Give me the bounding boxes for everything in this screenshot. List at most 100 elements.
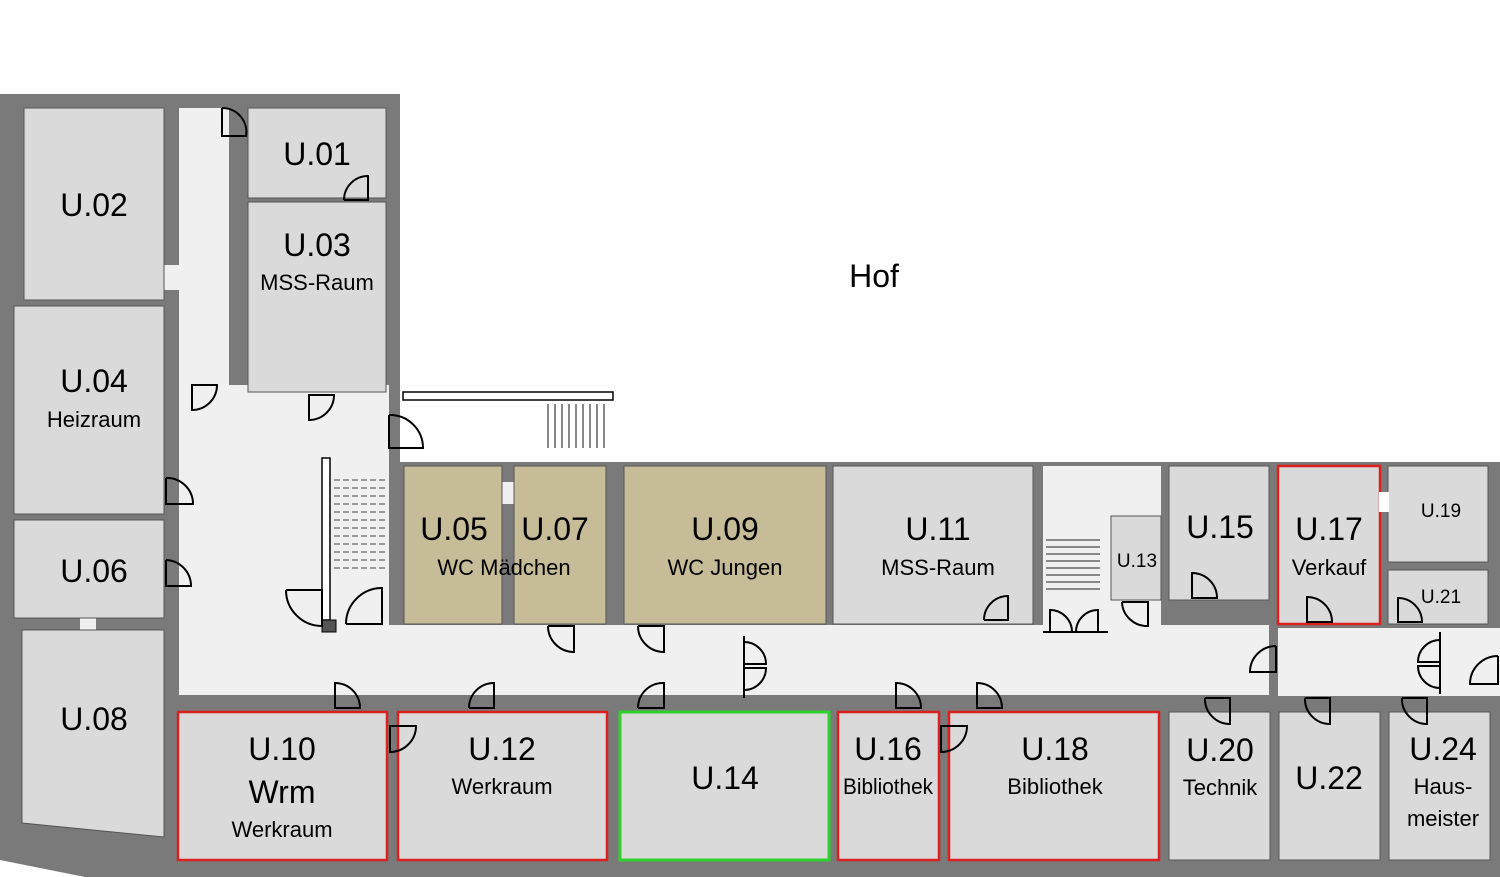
gap-u02-u04 <box>164 265 180 290</box>
room-u08[interactable] <box>21 629 165 838</box>
door-icon <box>1121 601 1149 628</box>
room-number: U.15 <box>1186 509 1254 545</box>
room-u17[interactable] <box>1276 464 1382 626</box>
room-number: U.14 <box>691 760 759 796</box>
room-number: U.20 <box>1186 732 1254 768</box>
room-number: U.08 <box>60 701 128 737</box>
room-number: U.16 <box>854 731 922 767</box>
door-icon <box>1191 571 1219 599</box>
door-icon <box>308 394 336 422</box>
double-door-east <box>1416 632 1441 694</box>
doors <box>165 106 1499 754</box>
door-icon <box>637 681 665 709</box>
steps-hof <box>547 404 605 448</box>
room-number: U.03 <box>283 227 351 263</box>
door-icon <box>165 559 193 587</box>
room-name: Haus- <box>1414 774 1473 799</box>
door-icon <box>976 681 1004 709</box>
room-number: U.11 <box>905 511 970 547</box>
room-u14[interactable] <box>618 710 831 862</box>
door-icon <box>1306 595 1334 623</box>
door-icon <box>1203 697 1231 726</box>
door-icon <box>1397 596 1424 623</box>
door-icon <box>468 681 495 709</box>
door-icon <box>983 594 1009 621</box>
door-icon <box>895 681 923 709</box>
room-u15[interactable] <box>1168 465 1270 601</box>
room-number: U.19 <box>1421 501 1461 522</box>
room-name: Bibliothek <box>843 774 934 799</box>
room-number: U.12 <box>468 731 536 767</box>
door-icon <box>389 725 418 754</box>
room-u16[interactable] <box>836 710 941 862</box>
room-number: U.17 <box>1295 511 1363 547</box>
door-icon <box>221 106 248 137</box>
room-number: U.13 <box>1117 551 1157 572</box>
room-number: U.24 <box>1409 731 1477 767</box>
labels: Hof U.01 U.02 U.03 MSS-Raum U.04 Heizrau… <box>47 136 1479 842</box>
room-u20[interactable] <box>1168 711 1271 861</box>
stairs <box>321 391 1389 633</box>
door-icon <box>334 681 362 709</box>
room-u18[interactable] <box>947 710 1161 862</box>
room-u10[interactable] <box>176 710 389 862</box>
gap-u05-u07 <box>500 482 516 504</box>
door-icon <box>345 586 383 625</box>
room-name: Werkraum <box>231 817 332 842</box>
door-icon <box>1468 655 1499 685</box>
room-name: MSS-Raum <box>260 270 374 295</box>
railing-west-stair <box>321 457 331 621</box>
corridor-main <box>179 625 1269 695</box>
room-u21[interactable] <box>1387 569 1489 625</box>
railing-hof <box>402 391 614 401</box>
room-number: U.18 <box>1021 731 1089 767</box>
room-u02[interactable] <box>23 107 165 301</box>
room-name: Technik <box>1183 775 1259 800</box>
room-name: Bibliothek <box>1007 774 1103 799</box>
room-name: Verkauf <box>1292 555 1367 580</box>
door-icon <box>1049 608 1073 633</box>
door-icon <box>1400 697 1428 726</box>
room-name: MSS-Raum <box>881 555 995 580</box>
double-door-corridor <box>743 636 768 698</box>
room-u05[interactable] <box>403 465 503 625</box>
corridor-east <box>1278 628 1500 696</box>
room-u12[interactable] <box>396 710 609 862</box>
window-u17 <box>1379 492 1389 512</box>
room-name: Heizraum <box>47 407 141 432</box>
room-number: U.01 <box>283 136 351 172</box>
door-icon <box>637 625 665 654</box>
corridor-west-upper <box>179 108 229 398</box>
gap-u06-u08 <box>80 618 96 632</box>
room-number: U.07 <box>521 511 589 547</box>
steps-east <box>1046 539 1100 590</box>
room-number: U.22 <box>1295 760 1363 796</box>
room-number: U.05 <box>420 511 488 547</box>
room-u13[interactable] <box>1110 515 1162 601</box>
room-u22[interactable] <box>1278 711 1381 861</box>
room-u19[interactable] <box>1387 465 1489 563</box>
door-icon <box>547 625 575 654</box>
room-number: U.21 <box>1421 587 1461 608</box>
room-number: U.04 <box>60 363 128 399</box>
room-name: Wrm <box>249 774 316 810</box>
room-u07[interactable] <box>513 465 607 625</box>
room-name: meister <box>1407 806 1479 831</box>
room-u09[interactable] <box>623 465 827 625</box>
room-number: U.02 <box>60 187 128 223</box>
rooms <box>13 107 1491 862</box>
door-icon <box>343 174 369 201</box>
door-icon <box>1075 608 1099 633</box>
door-icon <box>285 589 323 628</box>
room-number: U.10 <box>248 731 316 767</box>
room-name: Werkraum <box>451 774 552 799</box>
room-u04[interactable] <box>13 305 165 515</box>
room-u24[interactable] <box>1388 711 1491 861</box>
room-u06[interactable] <box>13 519 165 619</box>
room-name: WC Mädchen <box>437 555 570 580</box>
room-u03[interactable] <box>247 201 387 393</box>
room-number: U.09 <box>691 511 759 547</box>
door-icon <box>388 413 425 449</box>
door-icon <box>165 476 195 505</box>
room-u01[interactable] <box>247 107 387 199</box>
